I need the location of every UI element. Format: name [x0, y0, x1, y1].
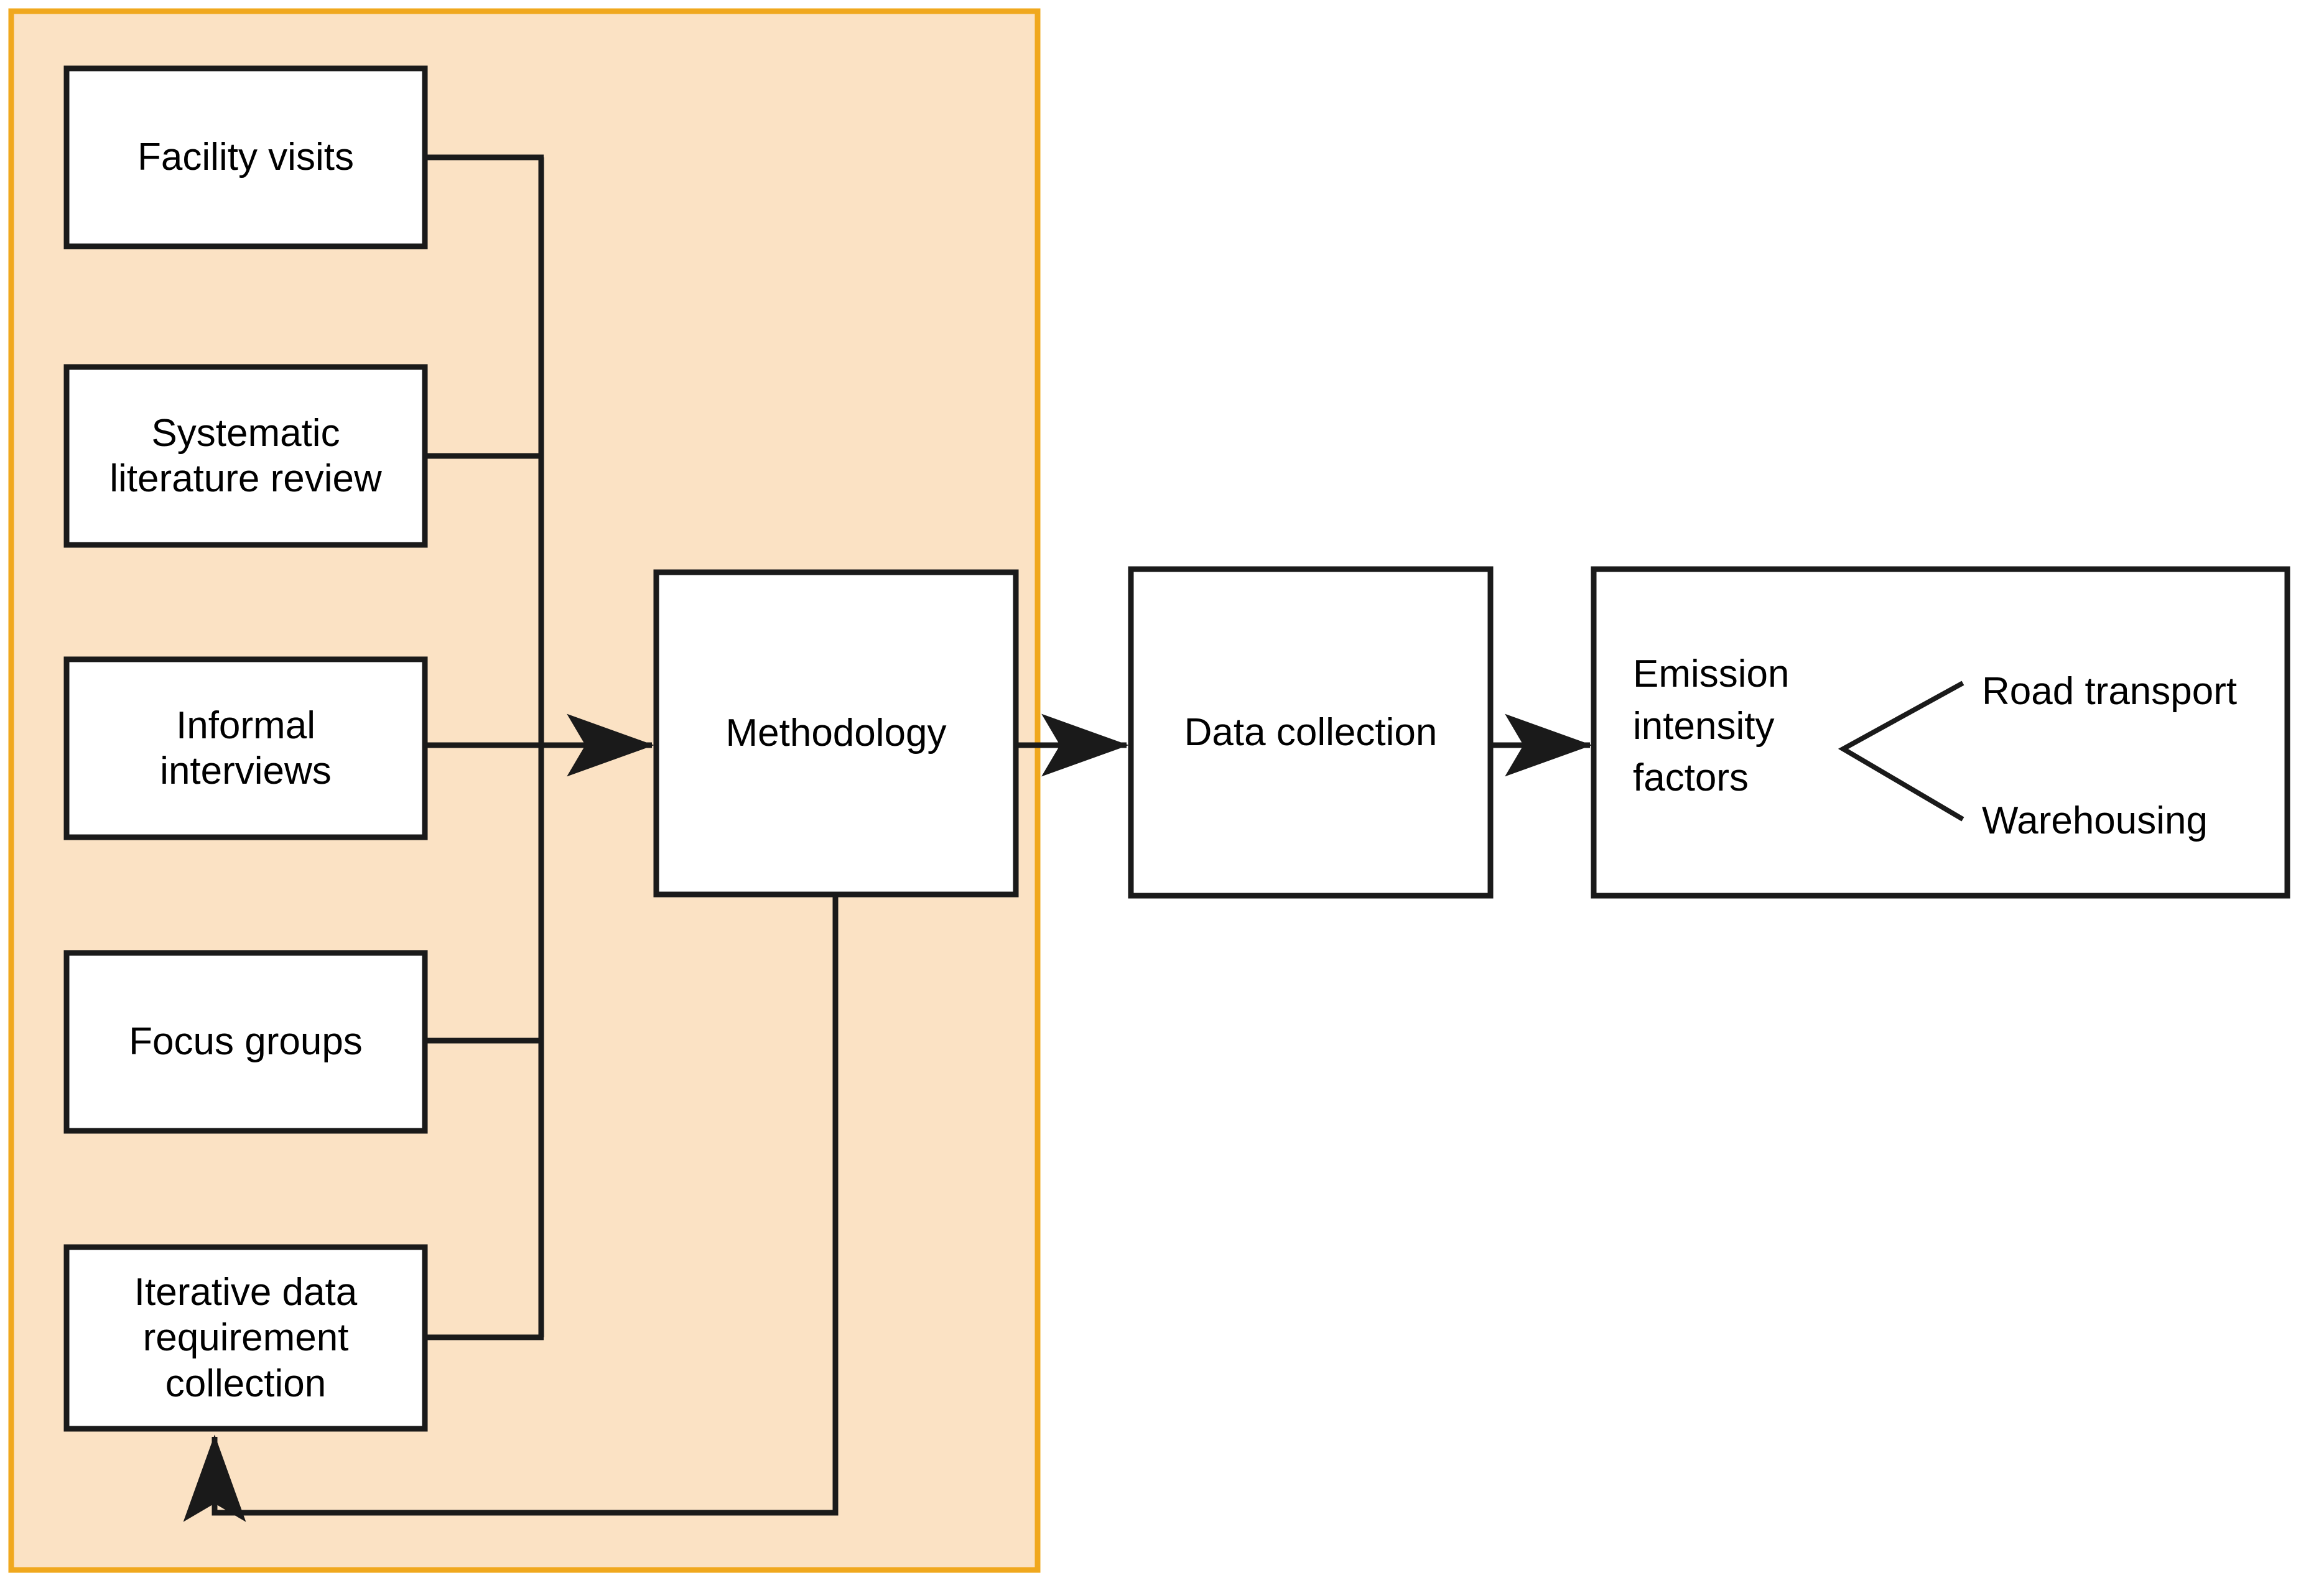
node-methodology[interactable]	[653, 569, 1019, 898]
emission-branch-chevron-icon	[1838, 680, 1964, 822]
branch-label-road-transport: Road transport	[1982, 670, 2238, 713]
node-facility-visits[interactable]	[63, 65, 428, 249]
node-data-collection[interactable]	[1128, 566, 1494, 899]
node-iterative-data-requirement-collection[interactable]	[63, 1244, 428, 1432]
node-informal-interviews[interactable]	[63, 656, 428, 840]
connector-methodology-feedback-loop	[183, 894, 839, 1522]
node-focus-groups[interactable]	[63, 950, 428, 1134]
node-systematic-literature-review[interactable]	[63, 364, 428, 548]
branch-label-warehousing: Warehousing	[1982, 799, 2208, 842]
node-emission-intensity-factors[interactable]	[1591, 566, 2290, 899]
